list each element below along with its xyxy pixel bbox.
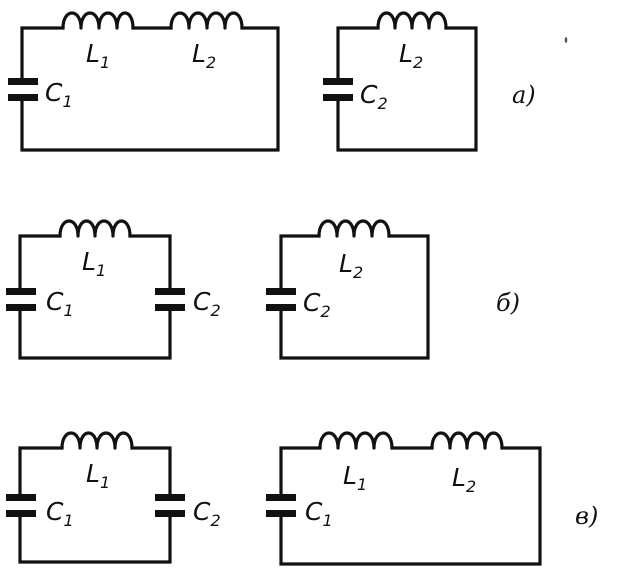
wire-loop bbox=[279, 446, 542, 566]
capacitor-c1-plate bbox=[6, 288, 36, 295]
inductor-l1-coil bbox=[60, 431, 134, 450]
label-c2: C2 bbox=[193, 287, 221, 320]
capacitor-c2-plate bbox=[266, 304, 296, 311]
label-c1: C1 bbox=[305, 497, 333, 530]
capacitor-c1-plate bbox=[8, 78, 38, 85]
wire-loop bbox=[18, 234, 172, 360]
circuit-b-right: C2 L2 bbox=[266, 219, 430, 360]
capacitor-c2-plate bbox=[155, 288, 185, 295]
label-l2: L2 bbox=[399, 39, 423, 72]
label-c2: C2 bbox=[193, 497, 221, 530]
label-c1: C1 bbox=[46, 287, 74, 320]
capacitor-c1-plate bbox=[6, 304, 36, 311]
inductor-l2-coil bbox=[317, 219, 391, 238]
inductor-l2-coil bbox=[169, 11, 244, 30]
label-l1: L1 bbox=[82, 247, 106, 280]
row-a: C1 L1 L2 C2 L2 а) bbox=[8, 11, 568, 152]
label-l1: L1 bbox=[86, 39, 110, 72]
inductor-l2-coil bbox=[430, 431, 504, 450]
inductor-l1-coil bbox=[318, 431, 394, 450]
wire-loop bbox=[18, 446, 172, 564]
wire-loop bbox=[279, 234, 430, 360]
capacitor-c1-plate bbox=[266, 494, 296, 501]
circuit-b-left: C1 L1 C2 bbox=[6, 219, 221, 360]
case-label-b: б) bbox=[496, 289, 520, 317]
label-l2: L2 bbox=[452, 463, 476, 496]
capacitor-c2-plate bbox=[323, 78, 353, 85]
capacitor-c1-plate bbox=[6, 510, 36, 517]
wire-loop bbox=[336, 26, 478, 152]
case-label-a: а) bbox=[512, 81, 536, 109]
label-c2: C2 bbox=[360, 80, 388, 113]
label-c1: C1 bbox=[46, 497, 74, 530]
case-label-c: в) bbox=[575, 502, 598, 530]
capacitor-c2-plate bbox=[155, 304, 185, 311]
label-l1: L1 bbox=[86, 459, 110, 492]
capacitor-c1-plate bbox=[6, 494, 36, 501]
circuit-a-right: C2 L2 bbox=[323, 11, 478, 152]
inductor-l1-coil bbox=[61, 11, 135, 30]
capacitor-c1-plate bbox=[266, 510, 296, 517]
label-c1: C1 bbox=[45, 78, 73, 111]
circuit-c-left: C1 L1 C2 bbox=[6, 431, 221, 564]
row-c: C1 L1 C2 C1 L1 L2 в) bbox=[6, 431, 598, 566]
capacitor-c2-plate bbox=[323, 94, 353, 101]
label-l2: L2 bbox=[192, 39, 216, 72]
circuit-c-right: C1 L1 L2 bbox=[266, 431, 542, 566]
label-l2: L2 bbox=[339, 249, 363, 282]
capacitor-c2-plate bbox=[155, 494, 185, 501]
row-b: C1 L1 C2 C2 L2 б) bbox=[6, 219, 520, 360]
inductor-l1-coil bbox=[58, 219, 132, 238]
inductor-l2-coil bbox=[376, 11, 448, 30]
capacitor-c1-plate bbox=[8, 94, 38, 101]
capacitor-c2-plate bbox=[155, 510, 185, 517]
scan-speck bbox=[564, 37, 568, 43]
wire-loop bbox=[20, 26, 280, 152]
circuit-a-left: C1 L1 L2 bbox=[8, 11, 280, 152]
label-l1: L1 bbox=[343, 461, 367, 494]
label-c2: C2 bbox=[303, 288, 331, 321]
capacitor-c2-plate bbox=[266, 288, 296, 295]
